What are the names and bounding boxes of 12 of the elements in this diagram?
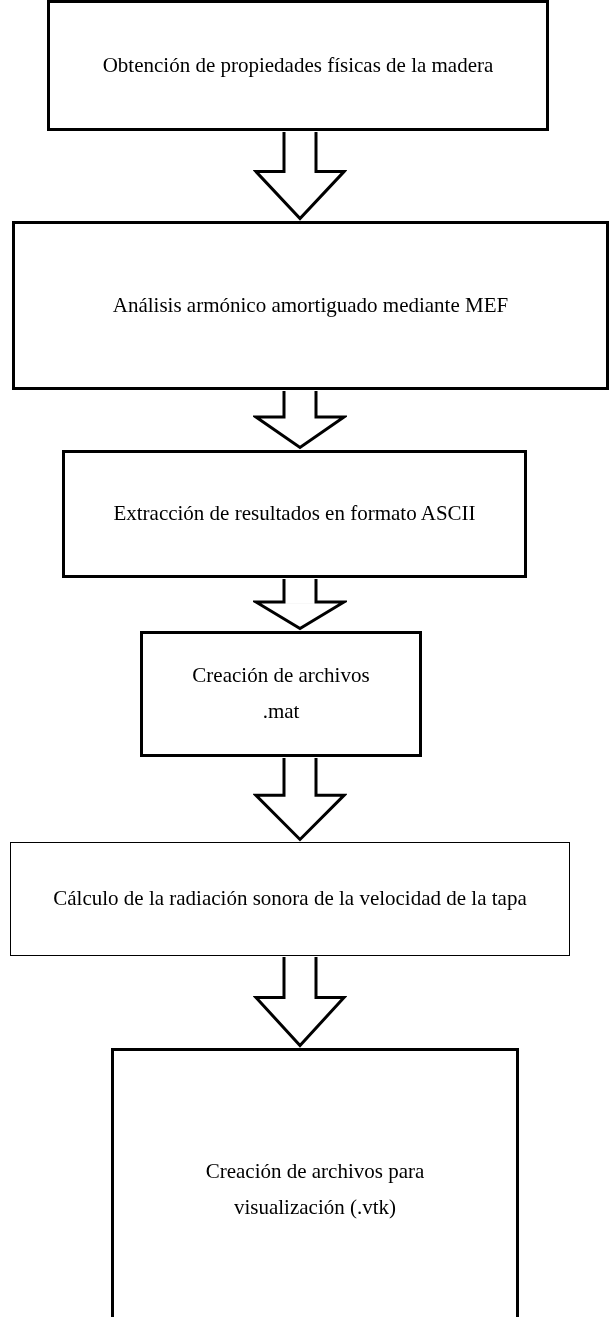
box-label: Creación de archivos .mat [191,662,371,725]
process-box [10,842,570,956]
process-box [140,631,422,757]
process-box [47,0,549,131]
process-box [12,221,609,390]
box-label: Extracción de resultados en formato ASCII [113,500,476,528]
process-box [62,450,527,578]
box-label: Obtención de propiedades físicas de la madera [102,51,494,79]
box-label: Cálculo de la radiación sonora de la velocidad de la tapa [53,885,527,913]
box-label: Análisis armónico amortiguado mediante MEF [112,291,509,319]
box-label: Creación de archivos para visualización (.vtk) [204,1157,426,1221]
process-box [111,1048,519,1317]
